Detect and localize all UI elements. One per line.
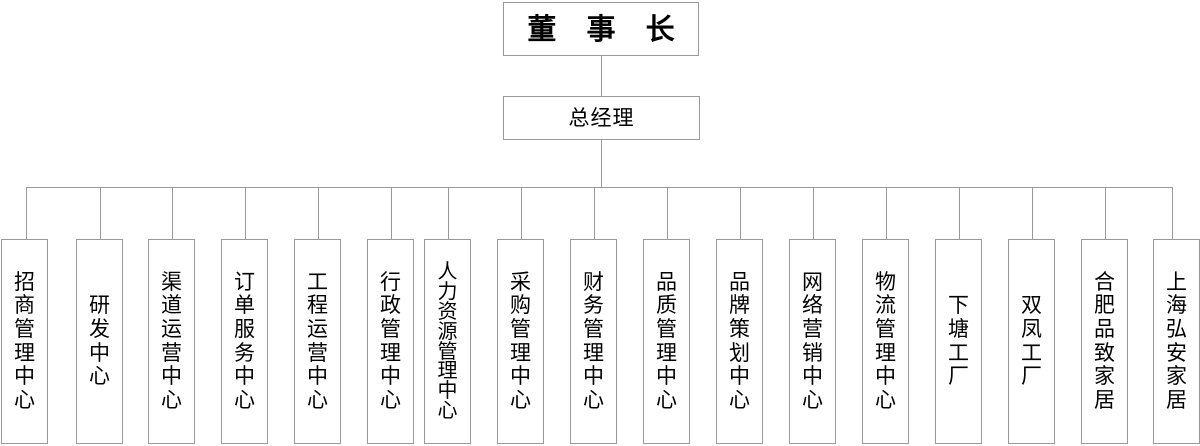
node-dept-16[interactable]: 合肥品致家居 — [1081, 239, 1128, 444]
node-general-manager[interactable]: 总经理 — [503, 96, 700, 140]
node-dept-2-label: 研发中心 — [89, 293, 110, 389]
node-dept-12[interactable]: 网络营销中心 — [789, 239, 836, 444]
node-dept-10[interactable]: 品质管理中心 — [643, 239, 690, 444]
connector-drop-3 — [172, 187, 173, 239]
node-dept-5[interactable]: 工程运营中心 — [294, 239, 341, 444]
node-dept-1-label: 招商管理中心 — [14, 269, 35, 412]
node-dept-16-label: 合肥品致家居 — [1094, 269, 1115, 412]
connector-drop-12 — [813, 187, 814, 239]
connector-drop-17 — [1172, 187, 1173, 239]
node-dept-8[interactable]: 采购管理中心 — [497, 239, 544, 444]
node-dept-8-label: 采购管理中心 — [510, 269, 531, 412]
node-chairman-label: 董 事 长 — [527, 11, 685, 46]
node-dept-11[interactable]: 品牌策划中心 — [716, 239, 763, 444]
node-dept-2[interactable]: 研发中心 — [76, 239, 123, 444]
connector-drop-4 — [245, 187, 246, 239]
node-dept-12-label: 网络营销中心 — [802, 269, 823, 412]
node-dept-5-label: 工程运营中心 — [307, 269, 328, 412]
node-dept-17-label: 上海弘安家居 — [1166, 269, 1187, 412]
connector-drop-15 — [1032, 187, 1033, 239]
node-dept-1[interactable]: 招商管理中心 — [1, 239, 48, 444]
node-dept-17[interactable]: 上海弘安家居 — [1153, 239, 1200, 444]
node-dept-10-label: 品质管理中心 — [656, 269, 677, 412]
connector-drop-9 — [594, 187, 595, 239]
connector-horizontal-bus — [26, 187, 1173, 188]
connector-drop-7 — [448, 187, 449, 239]
connector-drop-5 — [318, 187, 319, 239]
node-dept-9[interactable]: 财务管理中心 — [570, 239, 617, 444]
connector-drop-1 — [26, 187, 27, 239]
node-dept-6[interactable]: 行政管理中心 — [367, 239, 414, 444]
node-dept-4[interactable]: 订单服务中心 — [221, 239, 268, 444]
node-dept-15[interactable]: 双凤工厂 — [1008, 239, 1055, 444]
node-dept-6-label: 行政管理中心 — [380, 269, 401, 412]
connector-chairman-to-gm — [601, 56, 602, 96]
node-dept-4-label: 订单服务中心 — [234, 269, 255, 412]
node-dept-3-label: 渠道运营中心 — [161, 269, 182, 412]
connector-drop-8 — [521, 187, 522, 239]
connector-drop-11 — [740, 187, 741, 239]
node-dept-3[interactable]: 渠道运营中心 — [148, 239, 195, 444]
connector-drop-13 — [886, 187, 887, 239]
node-dept-15-label: 双凤工厂 — [1021, 293, 1042, 389]
node-dept-14-label: 下塘工厂 — [948, 293, 969, 389]
connector-gm-to-bus — [601, 140, 602, 187]
node-dept-11-label: 品牌策划中心 — [729, 269, 750, 412]
node-general-manager-label: 总经理 — [568, 105, 635, 130]
node-dept-14[interactable]: 下塘工厂 — [935, 239, 982, 444]
node-dept-9-label: 财务管理中心 — [583, 269, 604, 412]
connector-drop-6 — [391, 187, 392, 239]
node-dept-7[interactable]: 人力资源管理中心 — [424, 239, 471, 444]
connector-drop-10 — [667, 187, 668, 239]
connector-drop-14 — [959, 187, 960, 239]
node-dept-7-label: 人力资源管理中心 — [437, 259, 458, 422]
node-dept-13-label: 物流管理中心 — [875, 269, 896, 412]
node-chairman[interactable]: 董 事 长 — [503, 2, 699, 56]
node-dept-13[interactable]: 物流管理中心 — [862, 239, 909, 444]
connector-drop-16 — [1105, 187, 1106, 239]
connector-drop-2 — [100, 187, 101, 239]
